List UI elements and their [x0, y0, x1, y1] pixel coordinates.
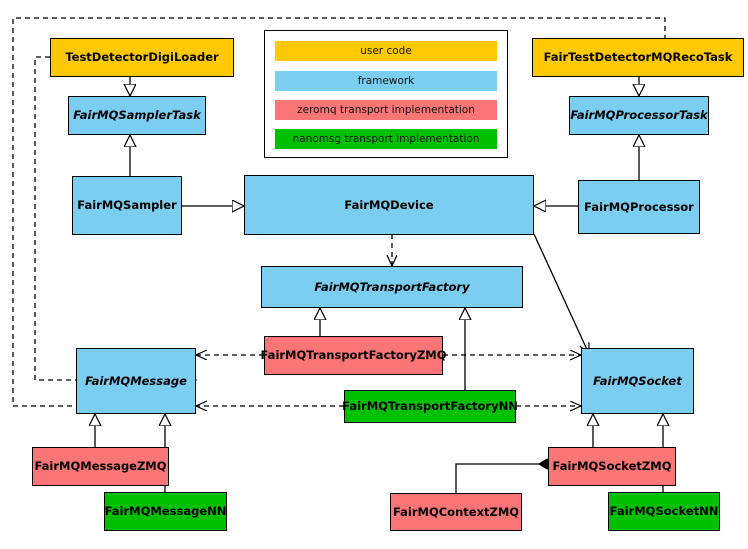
- class-label: FairMQProcessor: [584, 199, 694, 214]
- class-label: FairMQSocketZMQ: [552, 459, 672, 474]
- class-label: FairMQSocketNN: [609, 504, 719, 519]
- legend-label: user code: [360, 45, 412, 57]
- class-box-fairmqcontextzmq[interactable]: FairMQContextZMQ: [390, 493, 522, 531]
- class-box-fairmqsocketzmq[interactable]: FairMQSocketZMQ: [548, 447, 676, 486]
- class-label: FairMQMessageNN: [104, 504, 227, 519]
- legend-label: zeromq transport implementation: [297, 104, 475, 116]
- class-label: FairMQMessageZMQ: [34, 459, 167, 474]
- legend-item-nanomsg: nanomsg transport implementation: [275, 129, 497, 149]
- class-label: FairMQContextZMQ: [392, 504, 520, 519]
- class-box-fairmqsamplertask[interactable]: FairMQSamplerTask: [68, 96, 206, 135]
- class-label: FairMQMessage: [85, 373, 187, 388]
- class-box-fairmqtransportfactorynn[interactable]: FairMQTransportFactoryNN: [342, 390, 518, 423]
- class-label: FairMQSamplerTask: [73, 108, 201, 123]
- class-box-fairmqsocket[interactable]: FairMQSocket: [581, 348, 694, 414]
- legend-label: nanomsg transport implementation: [292, 133, 480, 145]
- legend: user code framework zeromq transport imp…: [264, 30, 508, 158]
- class-box-fairmqmessagezmq[interactable]: FairMQMessageZMQ: [32, 447, 169, 486]
- class-label: TestDetectorDigiLoader: [65, 50, 219, 65]
- legend-item-zeromq: zeromq transport implementation: [275, 100, 497, 120]
- class-label: FairMQProcessorTask: [570, 108, 708, 123]
- legend-item-framework: framework: [275, 71, 497, 91]
- class-box-fairmqsocketnn[interactable]: FairMQSocketNN: [608, 492, 720, 531]
- class-label: FairMQTransportFactoryNN: [342, 399, 518, 414]
- class-box-fairmqmessage[interactable]: FairMQMessage: [76, 348, 196, 414]
- class-box-fairmqtransportfactoryzmq[interactable]: FairMQTransportFactoryZMQ: [261, 336, 447, 375]
- class-label: FairMQSampler: [77, 198, 177, 213]
- class-box-fairmqtransportfactory[interactable]: FairMQTransportFactory: [261, 266, 523, 308]
- class-label: FairMQTransportFactory: [314, 279, 470, 294]
- class-box-fairmqprocessor[interactable]: FairMQProcessor: [578, 180, 700, 234]
- class-label: FairMQDevice: [344, 197, 434, 212]
- class-label: FairMQTransportFactoryZMQ: [260, 348, 447, 363]
- class-box-fairmqsampler[interactable]: FairMQSampler: [72, 176, 182, 235]
- class-box-fairtestdetectormqrecotask[interactable]: FairTestDetectorMQRecoTask: [532, 38, 744, 77]
- legend-item-user-code: user code: [275, 41, 497, 61]
- class-box-fairmqmessagenn[interactable]: FairMQMessageNN: [104, 492, 227, 531]
- class-box-testdetectordigiloader[interactable]: TestDetectorDigiLoader: [50, 38, 234, 77]
- class-box-fairmqdevice[interactable]: FairMQDevice: [244, 175, 534, 235]
- legend-label: framework: [357, 75, 415, 87]
- class-label: FairMQSocket: [593, 373, 682, 388]
- class-label: FairTestDetectorMQRecoTask: [543, 50, 733, 65]
- class-box-fairmqprocessortask[interactable]: FairMQProcessorTask: [569, 96, 709, 135]
